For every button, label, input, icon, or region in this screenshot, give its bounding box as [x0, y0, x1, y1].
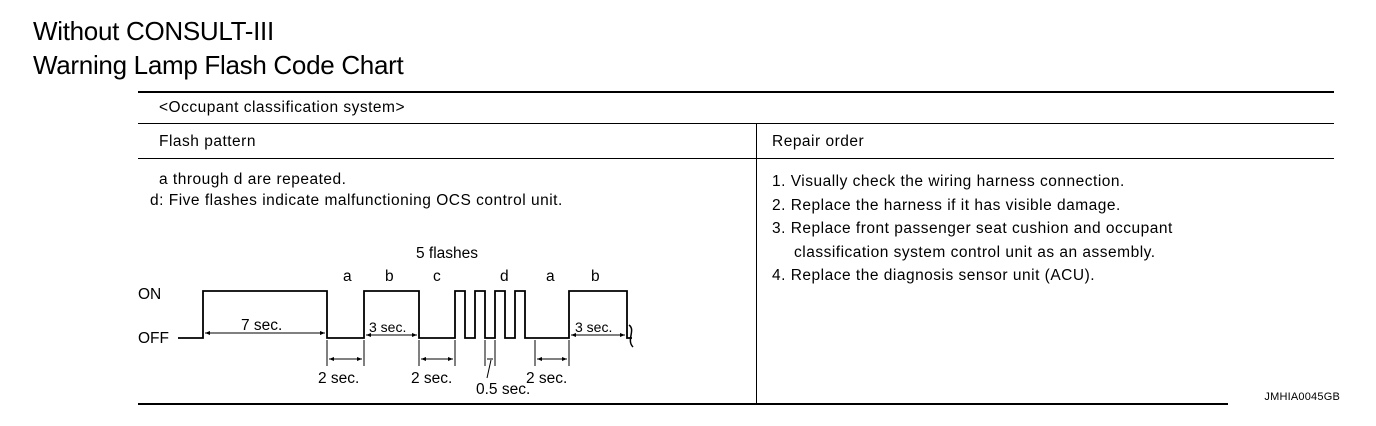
on-level-label: ON — [138, 286, 161, 303]
table-bottom-rule — [138, 403, 1228, 405]
dim-05-sec-label: 0.5 sec. — [476, 381, 530, 398]
repair-step-1: 1. Visually check the wiring harness con… — [772, 173, 1125, 190]
dim-7-sec-label: 7 sec. — [241, 317, 282, 334]
repair-step-2: 2. Replace the harness if it has visible… — [772, 197, 1121, 214]
page-title-line2: Warning Lamp Flash Code Chart — [33, 50, 404, 80]
segment-label-c: c — [433, 268, 441, 285]
signal-waveform — [178, 290, 632, 339]
dim-3-sec-b-label: 3 sec. — [575, 319, 612, 335]
segment-label-b: b — [385, 268, 394, 285]
table-caption: <Occupant classification system> — [159, 99, 406, 116]
dim-2-sec-c-label: 2 sec. — [526, 370, 567, 387]
dim-3-sec-a-label: 3 sec. — [369, 319, 406, 335]
five-flashes-label: 5 flashes — [416, 245, 478, 262]
flash-pattern-diagram: 5 flashes a b c d a b ON OFF 7 sec. 3 se… — [138, 245, 634, 398]
repair-step-4: 4. Replace the diagnosis sensor unit (AC… — [772, 267, 1096, 284]
column-header-flash-pattern: Flash pattern — [159, 133, 256, 150]
caption-rule — [138, 123, 1334, 124]
flash-note-five-flashes: d: Five flashes indicate malfunctioning … — [150, 192, 563, 209]
figure-code: JMHIA0045GB — [1264, 391, 1340, 403]
column-header-repair-order: Repair order — [772, 133, 865, 150]
repair-step-3: 3. Replace front passenger seat cushion … — [772, 220, 1173, 237]
off-level-label: OFF — [138, 330, 169, 347]
segment-label-b2: b — [591, 268, 600, 285]
page-title-line1: Without CONSULT-III — [33, 16, 274, 46]
repair-step-3-cont: classification system control unit as an… — [794, 244, 1156, 261]
column-divider — [756, 124, 757, 404]
break-symbol — [628, 324, 634, 348]
table-top-rule — [138, 91, 1334, 93]
flash-note-repeat: a through d are repeated. — [159, 171, 347, 188]
dim-05-sec-leader — [486, 359, 492, 379]
segment-label-d: d — [500, 268, 509, 285]
dim-2-sec-b-label: 2 sec. — [411, 370, 452, 387]
segment-label-a2: a — [546, 268, 555, 285]
header-rule — [138, 158, 1334, 159]
segment-label-a: a — [343, 268, 352, 285]
dim-2-sec-a-label: 2 sec. — [318, 370, 359, 387]
